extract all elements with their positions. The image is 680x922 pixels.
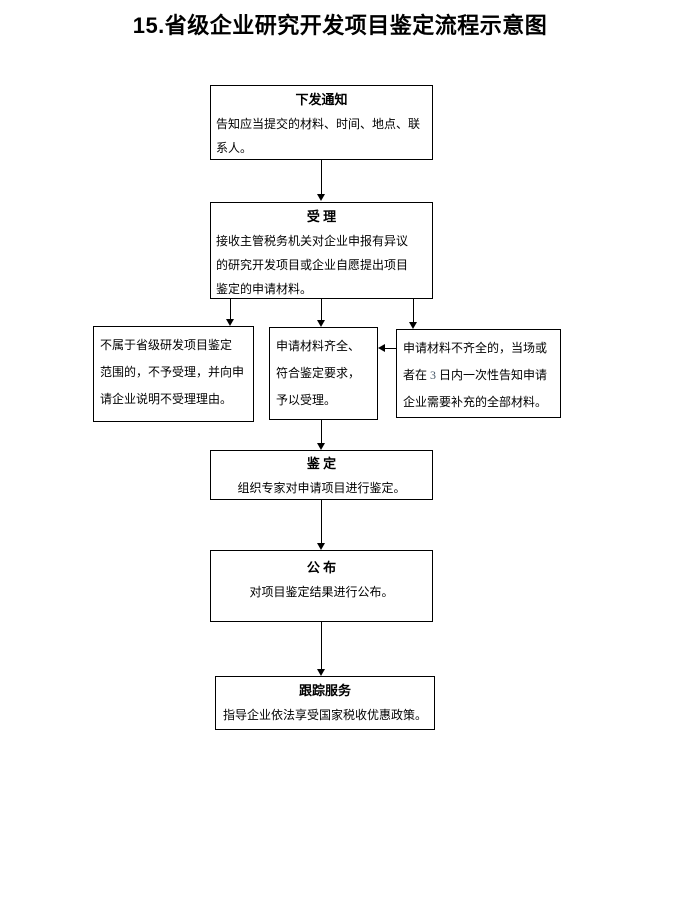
- node-incomplete-body-number: 3: [430, 368, 437, 382]
- arrow-shaft: [321, 622, 322, 669]
- node-reject: 不属于省级研发项目鉴定 范围的，不予受理，并向申 请企业说明不受理理由。: [93, 326, 254, 422]
- node-appraise: 鉴 定 组织专家对申请项目进行鉴定。: [210, 450, 433, 500]
- arrow-head-icon: [317, 194, 325, 201]
- node-incomplete-body-pre: 申请材料不齐全的，当场或 者在: [403, 341, 548, 382]
- arrow-head-icon: [317, 543, 325, 550]
- arrow-head-icon: [378, 344, 385, 352]
- node-notify-body: 告知应当提交的材料、时间、地点、联 系人。: [216, 117, 421, 155]
- node-notify: 下发通知 告知应当提交的材料、时间、地点、联 系人。: [210, 85, 433, 160]
- node-accept-body: 接收主管税务机关对企业申报有异议 的研究开发项目或企业自愿提出项目 鉴定的申请材…: [216, 234, 409, 296]
- node-appraise-body: 组织专家对申请项目进行鉴定。: [237, 481, 406, 495]
- arrow-shaft: [321, 420, 322, 443]
- arrow-publish-to-track: [317, 622, 326, 676]
- node-track-title: 跟踪服务: [298, 683, 351, 698]
- arrow-incomplete-to-complete: [378, 344, 396, 353]
- node-incomplete-body: 申请材料不齐全的，当场或 者在 3 日内一次性告知申请 企业需要补充的全部材料。: [397, 335, 560, 416]
- node-track: 跟踪服务 指导企业依法享受国家税收优惠政策。: [215, 676, 435, 730]
- arrow-head-icon: [317, 443, 325, 450]
- arrow-accept-to-complete: [317, 299, 326, 327]
- arrow-head-icon: [226, 319, 234, 326]
- node-track-body: 指导企业依法享受国家税收优惠政策。: [222, 708, 427, 722]
- node-publish-title: 公 布: [306, 560, 337, 575]
- node-incomplete: 申请材料不齐全的，当场或 者在 3 日内一次性告知申请 企业需要补充的全部材料。: [396, 329, 561, 418]
- arrow-shaft: [321, 500, 322, 543]
- arrow-accept-to-incomplete: [409, 299, 418, 329]
- node-incomplete-body-post: 日内一次性告知申请 企业需要补充的全部材料。: [403, 368, 548, 409]
- node-publish: 公 布 对项目鉴定结果进行公布。: [210, 550, 433, 622]
- arrow-shaft: [321, 160, 322, 194]
- node-accept-title: 受 理: [306, 209, 337, 224]
- arrow-shaft: [321, 299, 322, 320]
- arrow-head-icon: [317, 669, 325, 676]
- arrow-appraise-to-publish: [317, 500, 326, 550]
- arrow-complete-to-appraise: [317, 420, 326, 450]
- arrow-head-icon: [317, 320, 325, 327]
- arrow-shaft: [230, 299, 231, 319]
- node-notify-title: 下发通知: [295, 92, 348, 107]
- node-accept: 受 理 接收主管税务机关对企业申报有异议 的研究开发项目或企业自愿提出项目 鉴定…: [210, 202, 433, 299]
- arrow-head-icon: [409, 322, 417, 329]
- arrow-shaft: [385, 348, 396, 349]
- node-reject-body: 不属于省级研发项目鉴定 范围的，不予受理，并向申 请企业说明不受理理由。: [100, 338, 245, 406]
- arrow-notify-to-accept: [317, 160, 326, 201]
- node-appraise-title: 鉴 定: [306, 456, 337, 471]
- node-complete-body: 申请材料齐全、 符合鉴定要求， 予以受理。: [276, 339, 361, 407]
- arrow-accept-to-reject: [226, 299, 235, 326]
- node-complete: 申请材料齐全、 符合鉴定要求， 予以受理。: [269, 327, 378, 420]
- page-title: 15.省级企业研究开发项目鉴定流程示意图: [132, 13, 548, 38]
- arrow-shaft: [413, 299, 414, 322]
- node-publish-body: 对项目鉴定结果进行公布。: [249, 585, 394, 599]
